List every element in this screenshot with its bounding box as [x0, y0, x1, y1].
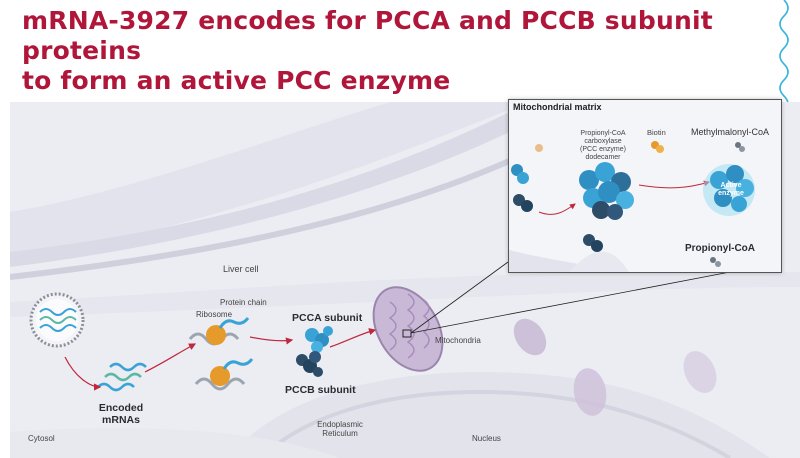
lipid-nanoparticle-icon — [29, 292, 85, 348]
ribosome-icon-2 — [194, 358, 254, 391]
slide-title-line-2: to form an active PCC enzyme — [22, 66, 451, 95]
protein-chain-label: Protein chain — [220, 298, 267, 307]
pcc-enzyme-label: Propionyl-CoA carboxylase (PCC enzyme) d… — [571, 130, 635, 162]
er-label-line-2: Reticulum — [322, 429, 358, 438]
inset-art — [509, 100, 781, 272]
active-enzyme-icon — [703, 164, 755, 216]
propionyl-coa-label: Propionyl-CoA — [685, 243, 755, 254]
pcc-dodecamer-icon — [579, 162, 634, 220]
encoded-mrnas-label: Encoded mRNAs — [96, 402, 146, 426]
inset-title: Mitochondrial matrix — [513, 102, 602, 112]
biotin-label: Biotin — [647, 128, 666, 137]
pcca-subunit-label: PCCA subunit — [292, 312, 363, 324]
pcc-label-line-3: (PCC enzyme) — [580, 146, 626, 153]
liver-cell-label: Liver cell — [223, 264, 259, 274]
inset-subunits-icon — [511, 144, 603, 252]
encoded-label-line-2: mRNAs — [102, 414, 140, 426]
mitochondrial-matrix-inset: Mitochondrial matrix Propionyl-CoA carbo… — [508, 99, 782, 273]
er-label-line-1: Endoplasmic — [317, 420, 363, 429]
ribosome-label: Ribosome — [196, 310, 233, 319]
cytosol-label: Cytosol — [28, 434, 55, 443]
pccb-subunit-icon — [296, 351, 323, 377]
pccb-subunit-label: PCCB subunit — [285, 384, 356, 396]
ribosome-icon — [188, 317, 250, 346]
pcc-label-line-2: carboxylase — [584, 138, 622, 145]
pcc-label-line-1: Propionyl-CoA — [580, 130, 626, 137]
slide-title-line-1: mRNA-3927 encodes for PCCA and PCCB subu… — [22, 6, 713, 65]
active-label-line-1: Active — [720, 182, 742, 189]
nucleus-label: Nucleus — [472, 434, 501, 443]
biotin-icon — [651, 141, 664, 153]
methylmalonyl-coa-label: Methylmalonyl-CoA — [691, 127, 770, 137]
encoded-mrna-icon — [97, 362, 147, 392]
pcca-subunit-icon — [305, 326, 333, 353]
active-label-line-2: enzyme — [718, 190, 744, 197]
slide-title: mRNA-3927 encodes for PCCA and PCCB subu… — [22, 6, 762, 96]
mitochondria-label: Mitochondria — [435, 336, 481, 345]
pcc-label-line-4: dodecamer — [585, 154, 621, 161]
er-label: Endoplasmic Reticulum — [310, 420, 370, 438]
cell-diagram: Liver cell Protein chain Ribosome PCCA s… — [10, 102, 800, 458]
encoded-label-line-1: Encoded — [98, 402, 144, 414]
active-enzyme-label: Active enzyme — [714, 182, 748, 198]
mitochondrion-icon — [372, 286, 444, 372]
